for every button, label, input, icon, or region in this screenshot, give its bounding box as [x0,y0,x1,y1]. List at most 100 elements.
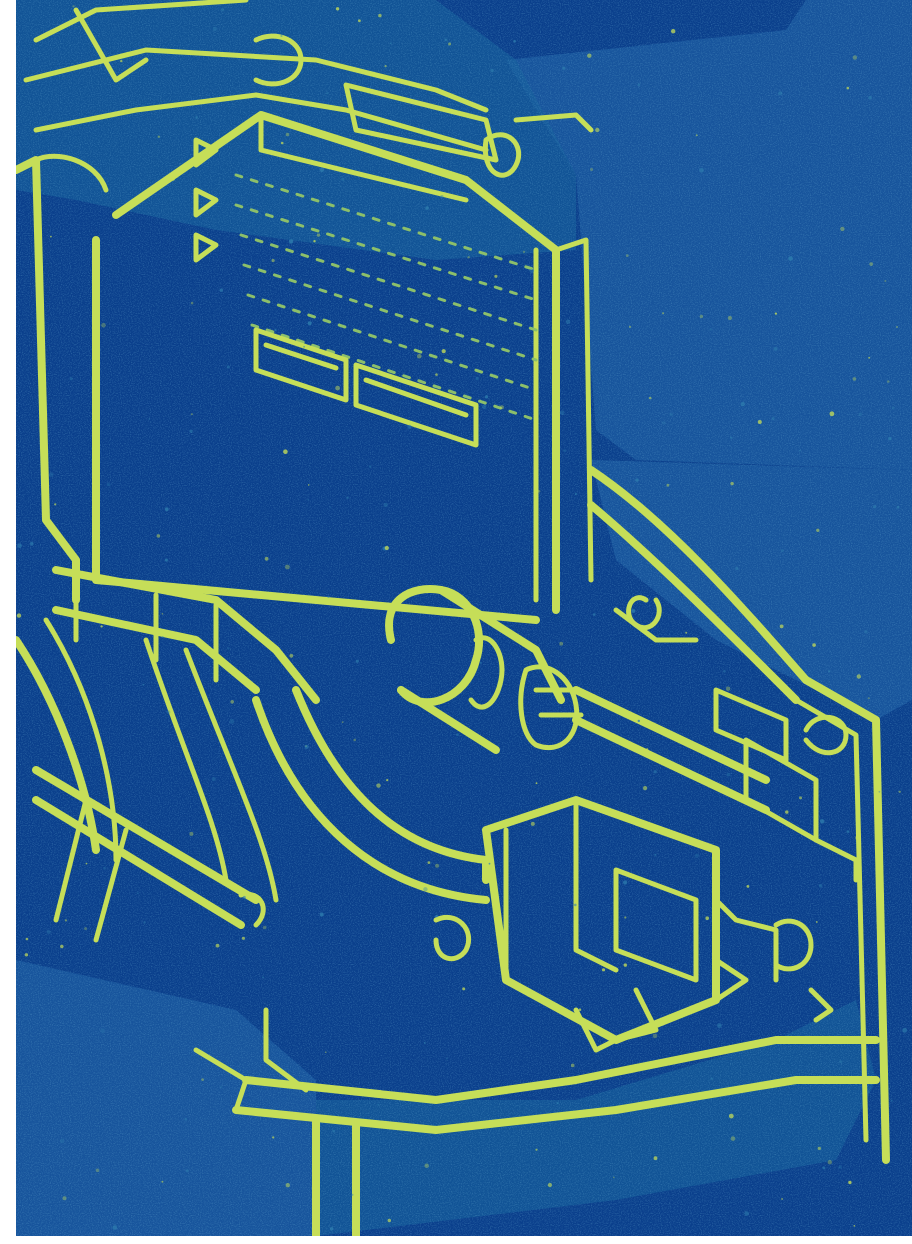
speck [166,710,171,715]
speck [319,167,325,173]
speck [653,770,657,774]
speck [103,866,106,870]
speck [780,549,784,552]
speck [54,503,57,506]
speck [242,895,246,899]
speck [601,968,606,972]
speck [624,916,627,919]
speck [744,1211,749,1216]
speck [902,1027,908,1033]
speck [726,772,731,777]
speck [212,26,217,31]
speck [662,312,665,315]
speck [262,976,264,979]
speck [669,412,673,417]
speck [384,65,387,68]
speck [771,417,775,421]
speck [184,1117,188,1121]
speck [730,1136,736,1141]
speck [529,268,534,274]
speck [285,564,290,570]
speck [220,1085,223,1089]
speck [143,921,146,924]
speck [346,496,349,499]
speck [319,912,324,917]
speck [661,421,666,425]
speck [274,329,277,332]
speck [383,502,388,508]
speck [285,1183,290,1188]
speck [484,395,489,399]
speck [654,853,657,857]
speck [699,314,704,319]
speck [757,420,762,424]
speck [62,1196,67,1201]
speck [574,903,577,907]
speck [162,636,164,638]
speck [781,1197,784,1201]
speck [623,880,628,885]
speck [812,643,816,647]
speck [450,612,455,617]
speck [590,168,594,171]
speck [648,396,652,400]
speck [227,647,230,650]
speck [329,506,332,509]
speck [854,835,859,840]
speck [868,356,871,359]
speck [427,861,431,864]
speck [413,425,416,428]
speck [351,1193,354,1196]
speck [467,256,470,259]
speck [441,349,446,354]
speck [30,541,34,546]
speck [479,661,482,664]
speck [817,1146,821,1151]
speck [728,1113,734,1119]
speck [148,418,151,421]
speck [643,786,648,791]
speck [386,779,389,782]
speck [423,1042,426,1044]
speck [746,885,750,888]
speck [226,365,230,369]
speck [777,1037,782,1042]
speck [303,345,305,348]
speck [779,624,784,629]
speck [828,670,831,673]
speck [637,83,641,86]
speck [100,625,103,628]
speck [285,132,290,137]
speck [587,53,592,58]
speck [735,566,739,571]
speck [17,543,22,549]
speck [341,721,344,724]
speck [272,1136,275,1139]
speck [578,1008,582,1011]
speck [440,195,444,199]
speck [699,167,704,173]
speck [64,919,67,922]
speck [46,930,51,934]
speck [164,558,168,562]
speck [730,481,734,486]
line-art [16,0,890,1236]
speck [559,410,565,416]
speck [325,1051,327,1053]
speck [799,449,801,452]
speck [329,1227,334,1231]
speck [423,887,428,892]
speck [307,484,310,486]
speck [717,1023,722,1028]
speck [60,645,63,648]
speck [613,1176,615,1179]
speck [694,853,700,858]
speck [853,1225,856,1227]
speck [221,8,225,12]
speck [666,483,670,487]
speck [106,482,111,487]
speck [570,1063,575,1068]
speck [898,790,901,793]
speck [307,498,310,501]
speck [490,68,494,73]
